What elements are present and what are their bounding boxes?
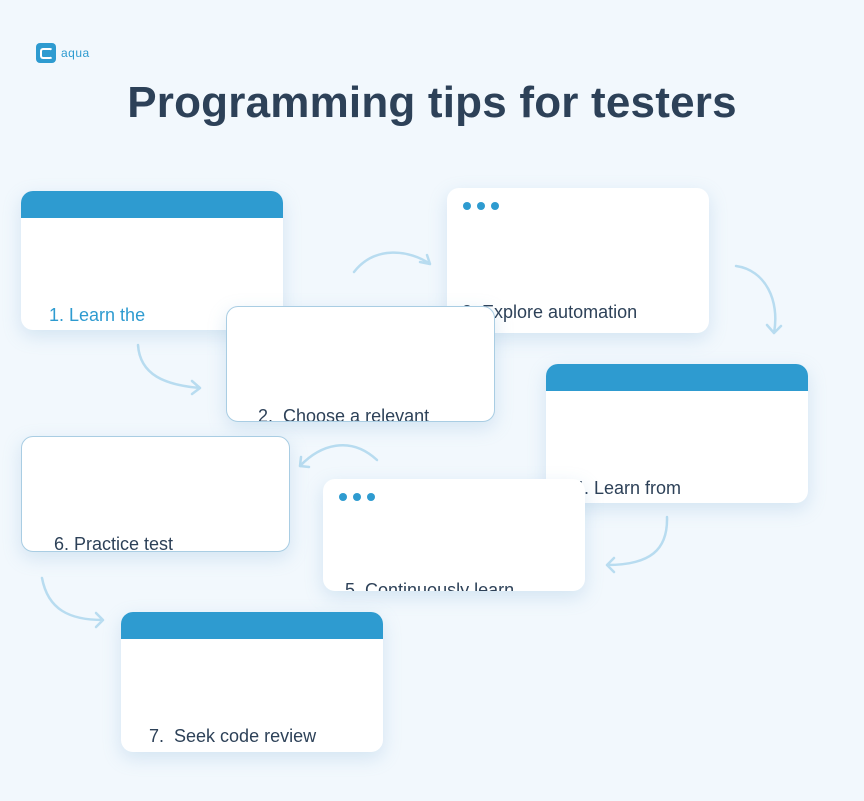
step-card-4: 4. Learn from developers: [546, 364, 808, 503]
logo-text: aqua: [61, 46, 90, 60]
step-2-line-1: 2. Choose a relevant: [258, 406, 430, 422]
arrow-4-to-5-icon: [605, 515, 669, 574]
window-dots-icon: [463, 202, 499, 210]
card-header-bar: [546, 364, 808, 391]
step-3-line-1: 3. Explore automation: [462, 302, 638, 322]
arrow-2-to-3-icon: [352, 251, 432, 274]
step-1-line-1: 1. Learn the: [49, 305, 146, 325]
card-header-bar: [21, 191, 283, 218]
arrow-1-to-2-icon: [136, 343, 202, 396]
aqua-logo: aqua: [36, 43, 90, 63]
aqua-logo-icon: [36, 43, 56, 63]
step-card-2: 2. Choose a relevant starting language: [226, 306, 495, 422]
step-7-line-1: 7. Seek code review: [149, 726, 317, 746]
step-6-line-1: 6. Practice test: [54, 534, 174, 552]
arrow-6-to-7-icon: [40, 576, 105, 629]
step-4-line-1: 4. Learn from: [574, 478, 682, 498]
arrow-3-to-4-icon: [734, 264, 783, 335]
window-dots-icon: [339, 493, 375, 501]
arrow-5-to-6-icon: [298, 444, 379, 469]
step-card-7: 7. Seek code review and feedback: [121, 612, 383, 752]
page-title: Programming tips for testers: [127, 78, 737, 127]
card-header-bar: [121, 612, 383, 639]
step-5-line-1: 5. Continuously learn: [345, 580, 515, 591]
step-card-6: 6. Practice test automation: [21, 436, 290, 552]
step-card-5: 5. Continuously learn: [323, 479, 585, 591]
